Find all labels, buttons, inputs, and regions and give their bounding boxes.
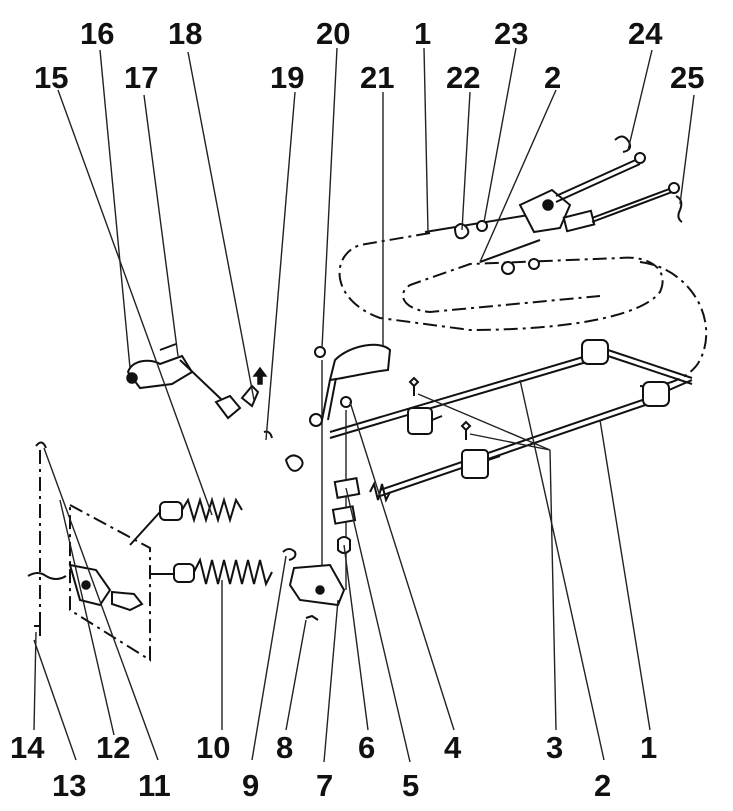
label-10: 10 — [196, 730, 230, 765]
label-22: 22 — [446, 60, 480, 95]
main-cables — [329, 339, 693, 503]
callout-labels: 15 16 17 18 19 20 21 1 22 23 2 24 25 14 … — [10, 16, 704, 803]
label-21: 21 — [360, 60, 394, 95]
upper-cable-assembly — [424, 135, 683, 275]
label-24: 24 — [628, 16, 663, 51]
label-2-bottom: 2 — [594, 768, 611, 803]
label-3: 3 — [546, 730, 563, 765]
springs — [129, 496, 273, 587]
label-7: 7 — [316, 768, 333, 803]
label-11: 11 — [138, 768, 171, 803]
label-6: 6 — [358, 730, 375, 765]
label-23: 23 — [494, 16, 528, 51]
centre-lever-assembly — [263, 343, 392, 621]
label-16: 16 — [80, 16, 114, 51]
label-2-top: 2 — [544, 60, 561, 95]
label-1-top: 1 — [414, 16, 431, 51]
cable-loop — [338, 232, 708, 388]
label-14: 14 — [10, 730, 45, 765]
label-1-bottom: 1 — [640, 730, 657, 765]
label-20: 20 — [316, 16, 350, 51]
label-8: 8 — [276, 730, 293, 765]
label-17: 17 — [124, 60, 158, 95]
leader-lines — [33, 47, 695, 763]
left-bracket-plate — [27, 441, 151, 662]
label-5: 5 — [402, 768, 419, 803]
label-9: 9 — [242, 768, 259, 803]
label-19: 19 — [270, 60, 304, 95]
label-25: 25 — [670, 60, 704, 95]
label-15: 15 — [34, 60, 68, 95]
label-12: 12 — [96, 730, 130, 765]
label-18: 18 — [168, 16, 202, 51]
label-4: 4 — [444, 730, 462, 765]
label-13: 13 — [52, 768, 86, 803]
